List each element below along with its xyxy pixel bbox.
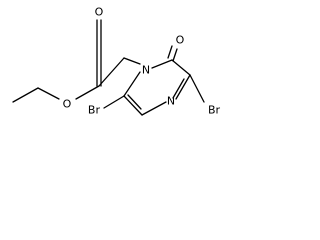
- atom-ester-oxygen: O: [63, 98, 72, 111]
- bond-ring-carbonyl-double-a: [167, 45, 173, 59]
- atom-ring-oxygen: O: [176, 34, 185, 47]
- bond-c6-br: [103, 95, 125, 109]
- bond-c3-br: [189, 74, 205, 103]
- atom-ring-nitrogen-1: N: [142, 64, 150, 77]
- atom-bromine-right: Br: [208, 104, 221, 117]
- atom-carbonyl-oxygen: O: [95, 6, 104, 19]
- bond-ethyl-ch3-ch2: [12, 87, 39, 103]
- bond-ch2-n1: [123, 57, 141, 65]
- bond-n1-c2: [151, 59, 173, 69]
- bond-c5-c6: [123, 95, 143, 116]
- bond-ring-carbonyl-double-b: [172, 48, 178, 62]
- bond-o-carbonyl-c: [75, 85, 100, 100]
- atom-ring-nitrogen-4: N: [167, 95, 175, 108]
- bond-ring-double-c3-n4-inner: [172, 78, 185, 99]
- bond-c2-c3: [171, 59, 191, 76]
- bond-n4-c5: [141, 101, 167, 116]
- bond-ethyl-ch2-o: [37, 87, 60, 100]
- bond-c3-n4: [175, 74, 191, 100]
- bond-carbonyl-c-ch2: [98, 57, 125, 87]
- bond-c6-n1: [123, 71, 141, 97]
- atom-bromine-left: Br: [88, 104, 101, 117]
- chemical-structure-diagram: O O N O Br Br N: [12, 6, 221, 117]
- bond-ring-double-c5-c6-inner: [127, 94, 142, 110]
